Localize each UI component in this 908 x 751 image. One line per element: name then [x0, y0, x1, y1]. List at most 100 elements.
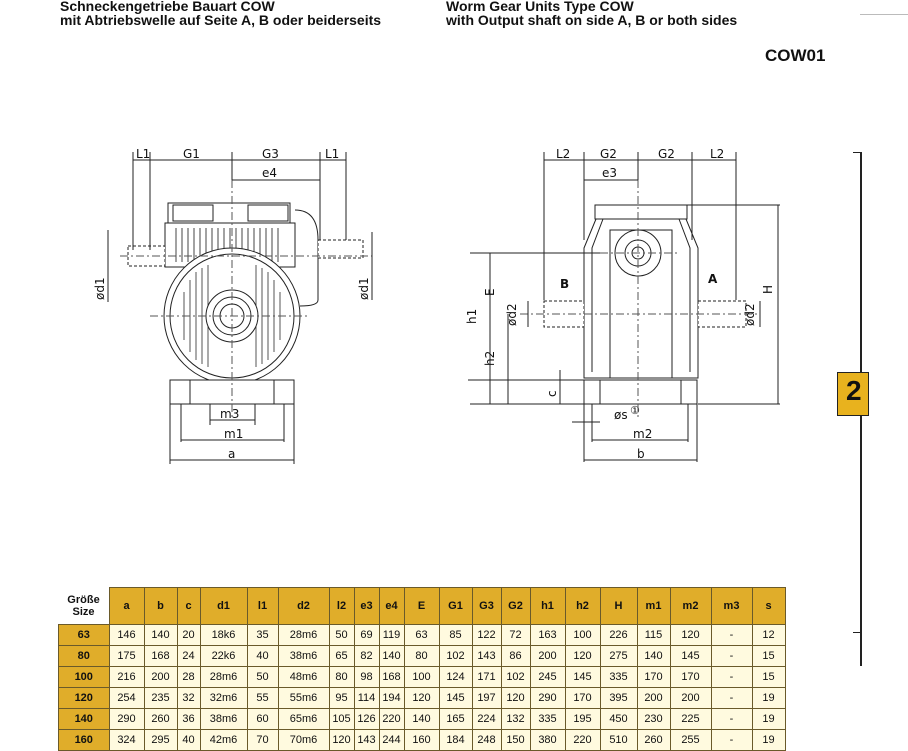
top-rule — [860, 14, 908, 15]
table-cell: 55 — [246, 687, 279, 709]
label-d1-right: ød1 — [357, 277, 371, 300]
table-cell: 105 — [328, 708, 355, 730]
size-cell: 63 — [58, 624, 110, 646]
table-cell: 132 — [500, 708, 531, 730]
table-cell: 70 — [246, 729, 279, 751]
left-view-drawing — [107, 152, 373, 464]
note-marker: ① — [630, 404, 640, 417]
column-header-m2: m2 — [669, 587, 712, 625]
label-l1-right: L1 — [325, 147, 339, 161]
label-e3: e3 — [602, 166, 617, 180]
label-g2-right: G2 — [658, 147, 675, 161]
label-a: a — [228, 447, 235, 461]
column-header-h2: h2 — [564, 587, 601, 625]
column-header-c: c — [176, 587, 201, 625]
label-b: b — [637, 447, 645, 461]
table-cell: 170 — [564, 687, 601, 709]
table-cell: 145 — [438, 687, 473, 709]
table-cell: 15 — [751, 645, 786, 667]
label-g3: G3 — [262, 147, 279, 161]
table-cell: 324 — [108, 729, 145, 751]
table-cell: 32m6 — [199, 687, 248, 709]
label-l2-right: L2 — [710, 147, 724, 161]
table-cell: 170 — [669, 666, 712, 688]
table-cell: 65m6 — [277, 708, 330, 730]
table-cell: 70m6 — [277, 729, 330, 751]
label-d2-right: ød2 — [743, 303, 757, 326]
table-cell: 115 — [636, 624, 671, 646]
size-cell: 160 — [58, 729, 110, 751]
table-cell: 36 — [176, 708, 201, 730]
table-cell: 143 — [353, 729, 380, 751]
table-cell: 114 — [353, 687, 380, 709]
label-g2-left: G2 — [600, 147, 617, 161]
column-header-d2: d2 — [277, 587, 330, 625]
table-cell: 168 — [143, 645, 178, 667]
table-cell: 230 — [636, 708, 671, 730]
table-cell: 140 — [403, 708, 440, 730]
table-cell: 119 — [378, 624, 405, 646]
table-cell: 168 — [378, 666, 405, 688]
table-cell: 165 — [438, 708, 473, 730]
table-cell: 245 — [529, 666, 566, 688]
table-cell: 225 — [669, 708, 712, 730]
chapter-tab[interactable] — [837, 372, 869, 416]
table-cell: 120 — [564, 645, 601, 667]
label-m3: m3 — [220, 407, 239, 421]
column-header-e3: e3 — [353, 587, 380, 625]
left-view-labels: L1 G1 G3 L1 e4 ød1 ød1 m3 m1 a — [93, 147, 371, 461]
table-cell: 255 — [669, 729, 712, 751]
table-cell: 124 — [438, 666, 473, 688]
label-m2: m2 — [633, 427, 652, 441]
label-h1: h1 — [465, 309, 479, 324]
column-header-e4: e4 — [378, 587, 405, 625]
table-cell: 200 — [636, 687, 671, 709]
table-cell: 19 — [751, 729, 786, 751]
table-cell: 82 — [353, 645, 380, 667]
table-cell: 248 — [471, 729, 502, 751]
table-cell: 32 — [176, 687, 201, 709]
table-cell: 40 — [176, 729, 201, 751]
table-cell: 50 — [246, 666, 279, 688]
table-cell: 95 — [328, 687, 355, 709]
table-cell: 120 — [669, 624, 712, 646]
table-cell: 35 — [246, 624, 279, 646]
table-cell: 42m6 — [199, 729, 248, 751]
table-cell: 80 — [403, 645, 440, 667]
table-cell: 275 — [599, 645, 638, 667]
table-cell: 335 — [599, 666, 638, 688]
table-cell: 126 — [353, 708, 380, 730]
label-e: E — [483, 288, 497, 296]
table-cell: 69 — [353, 624, 380, 646]
label-h2: h2 — [483, 351, 497, 366]
column-header-l2: l2 — [328, 587, 355, 625]
table-cell: 38m6 — [199, 708, 248, 730]
size-cell: 100 — [58, 666, 110, 688]
table-cell: 102 — [500, 666, 531, 688]
table-cell: 200 — [529, 645, 566, 667]
table-cell: 224 — [471, 708, 502, 730]
table-cell: 100 — [403, 666, 440, 688]
label-g1: G1 — [183, 147, 200, 161]
table-cell: 100 — [564, 624, 601, 646]
chapter-number: 2 — [846, 375, 862, 406]
table-cell: 220 — [378, 708, 405, 730]
table-cell: 12 — [751, 624, 786, 646]
table-cell: - — [710, 729, 753, 751]
table-cell: 290 — [529, 687, 566, 709]
table-cell: - — [710, 708, 753, 730]
header-german-line2: mit Abtriebswelle auf Seite A, B oder be… — [60, 12, 382, 28]
table-cell: 143 — [471, 645, 502, 667]
table-cell: 55m6 — [277, 687, 330, 709]
label-l1-left: L1 — [136, 147, 150, 161]
sidebar-tick-bottom — [853, 632, 861, 633]
table-cell: 450 — [599, 708, 638, 730]
table-cell: 170 — [636, 666, 671, 688]
table-cell: 260 — [143, 708, 178, 730]
